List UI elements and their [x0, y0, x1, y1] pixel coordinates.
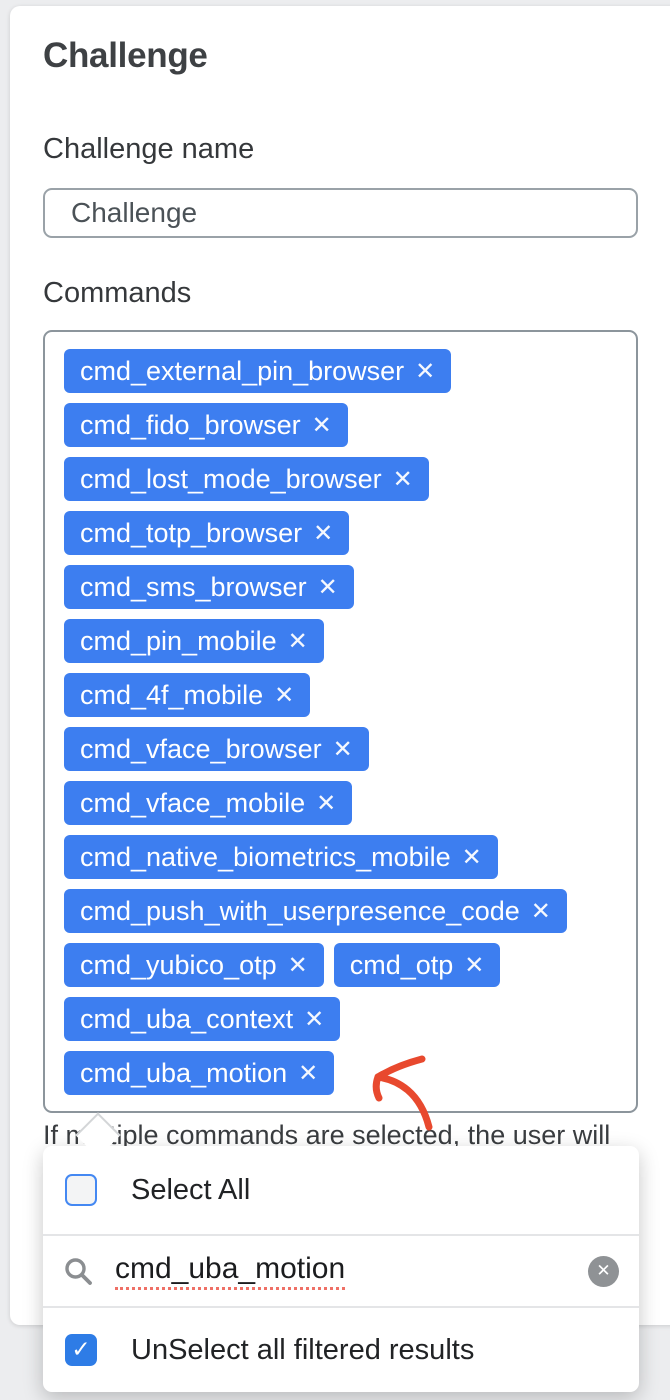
chip-row: cmd_native_biometrics_mobile ✕ — [64, 835, 617, 879]
select-all-row[interactable]: ✓ Select All — [43, 1146, 639, 1234]
command-chip[interactable]: cmd_sms_browser ✕ — [64, 565, 354, 609]
chip-remove-icon[interactable]: ✕ — [316, 789, 337, 817]
chip-remove-icon[interactable]: ✕ — [464, 951, 485, 979]
clear-icon: ✕ — [596, 1260, 611, 1281]
command-chip[interactable]: cmd_fido_browser ✕ — [64, 403, 348, 447]
command-chip-label: cmd_yubico_otp — [80, 949, 277, 980]
chip-row: cmd_pin_mobile ✕ — [64, 619, 617, 663]
command-chip-label: cmd_vface_mobile — [80, 787, 306, 818]
chip-row: cmd_totp_browser ✕ — [64, 511, 617, 555]
chip-row: cmd_push_with_userpresence_code ✕ — [64, 889, 617, 933]
command-chip-label: cmd_fido_browser — [80, 409, 301, 440]
unselect-filtered-row[interactable]: ✓ UnSelect all filtered results — [43, 1308, 639, 1392]
command-chip[interactable]: cmd_uba_context ✕ — [64, 997, 341, 1041]
chip-row: cmd_uba_motion ✕ — [64, 1051, 617, 1095]
commands-dropdown-panel: ✓ Select All cmd_uba_motion ✕ ✓ UnSelect… — [43, 1146, 639, 1392]
search-row[interactable]: cmd_uba_motion ✕ — [43, 1236, 639, 1306]
command-chip[interactable]: cmd_native_biometrics_mobile ✕ — [64, 835, 498, 879]
chip-remove-icon[interactable]: ✕ — [274, 681, 295, 709]
unselect-filtered-label: UnSelect all filtered results — [131, 1333, 475, 1366]
chip-row: cmd_yubico_otp ✕ cmd_otp ✕ — [64, 943, 617, 987]
select-all-checkbox[interactable]: ✓ — [65, 1174, 97, 1206]
chip-remove-icon[interactable]: ✕ — [287, 951, 308, 979]
chip-row: cmd_vface_mobile ✕ — [64, 781, 617, 825]
clear-search-button[interactable]: ✕ — [588, 1255, 619, 1287]
command-chip-label: cmd_otp — [349, 949, 454, 980]
unselect-filtered-checkbox[interactable]: ✓ — [65, 1334, 97, 1366]
command-chip-label: cmd_uba_motion — [80, 1057, 288, 1088]
chip-remove-icon[interactable]: ✕ — [332, 735, 353, 763]
challenge-name-label: Challenge name — [43, 133, 255, 165]
chip-row: cmd_vface_browser ✕ — [64, 727, 617, 771]
check-icon: ✓ — [71, 1336, 91, 1363]
chip-row: cmd_uba_context ✕ — [64, 997, 617, 1041]
chip-row: cmd_sms_browser ✕ — [64, 565, 617, 609]
chip-row: cmd_lost_mode_browser ✕ — [64, 457, 617, 501]
commands-help-text: If multiple commands are selected, the u… — [43, 1120, 611, 1150]
search-icon — [65, 1258, 92, 1285]
command-chip-label: cmd_uba_context — [80, 1003, 294, 1034]
chip-row: cmd_fido_browser ✕ — [64, 403, 617, 447]
command-chip[interactable]: cmd_otp ✕ — [333, 943, 501, 987]
command-chip-label: cmd_lost_mode_browser — [80, 463, 382, 494]
commands-label: Commands — [43, 277, 192, 309]
chip-remove-icon[interactable]: ✕ — [317, 573, 338, 601]
command-chip-label: cmd_pin_mobile — [80, 625, 277, 656]
command-chip[interactable]: cmd_lost_mode_browser ✕ — [64, 457, 429, 501]
command-chip[interactable]: cmd_external_pin_browser ✕ — [64, 349, 452, 393]
command-chip-label: cmd_sms_browser — [80, 571, 307, 602]
chip-remove-icon[interactable]: ✕ — [415, 357, 436, 385]
command-chip[interactable]: cmd_yubico_otp ✕ — [64, 943, 324, 987]
page-title: Challenge — [43, 36, 208, 75]
command-chip[interactable]: cmd_vface_browser ✕ — [64, 727, 369, 771]
divider — [43, 1306, 639, 1308]
command-chip-label: cmd_external_pin_browser — [80, 355, 405, 386]
chip-remove-icon[interactable]: ✕ — [304, 1005, 325, 1033]
chip-remove-icon[interactable]: ✕ — [461, 843, 482, 871]
chip-remove-icon[interactable]: ✕ — [311, 411, 332, 439]
command-chip-label: cmd_4f_mobile — [80, 679, 264, 710]
annotation-arrow-icon — [372, 1055, 433, 1131]
command-chip[interactable]: cmd_pin_mobile ✕ — [64, 619, 324, 663]
command-chip-label: cmd_native_biometrics_mobile — [80, 841, 451, 872]
command-chip-label: cmd_push_with_userpresence_code — [80, 895, 520, 926]
chip-row: cmd_4f_mobile ✕ — [64, 673, 617, 717]
chip-remove-icon[interactable]: ✕ — [298, 1059, 319, 1087]
chip-remove-icon[interactable]: ✕ — [392, 465, 413, 493]
command-chip-label: cmd_totp_browser — [80, 517, 303, 548]
chip-remove-icon[interactable]: ✕ — [287, 627, 308, 655]
commands-multiselect[interactable]: cmd_external_pin_browser✕cmd_fido_browse… — [43, 330, 638, 1113]
chip-remove-icon[interactable]: ✕ — [530, 897, 551, 925]
chip-remove-icon[interactable]: ✕ — [313, 519, 334, 547]
command-chip[interactable]: cmd_push_with_userpresence_code ✕ — [64, 889, 567, 933]
challenge-name-input[interactable] — [43, 188, 638, 238]
command-chip[interactable]: cmd_4f_mobile ✕ — [64, 673, 311, 717]
search-input[interactable]: cmd_uba_motion — [115, 1252, 346, 1290]
command-chip-label: cmd_vface_browser — [80, 733, 322, 764]
command-chip[interactable]: cmd_vface_mobile ✕ — [64, 781, 353, 825]
chip-row: cmd_external_pin_browser ✕ — [64, 349, 617, 393]
command-chip[interactable]: cmd_uba_motion ✕ — [64, 1051, 335, 1095]
divider — [43, 1234, 639, 1236]
command-chip[interactable]: cmd_totp_browser ✕ — [64, 511, 350, 555]
select-all-label: Select All — [131, 1173, 251, 1206]
